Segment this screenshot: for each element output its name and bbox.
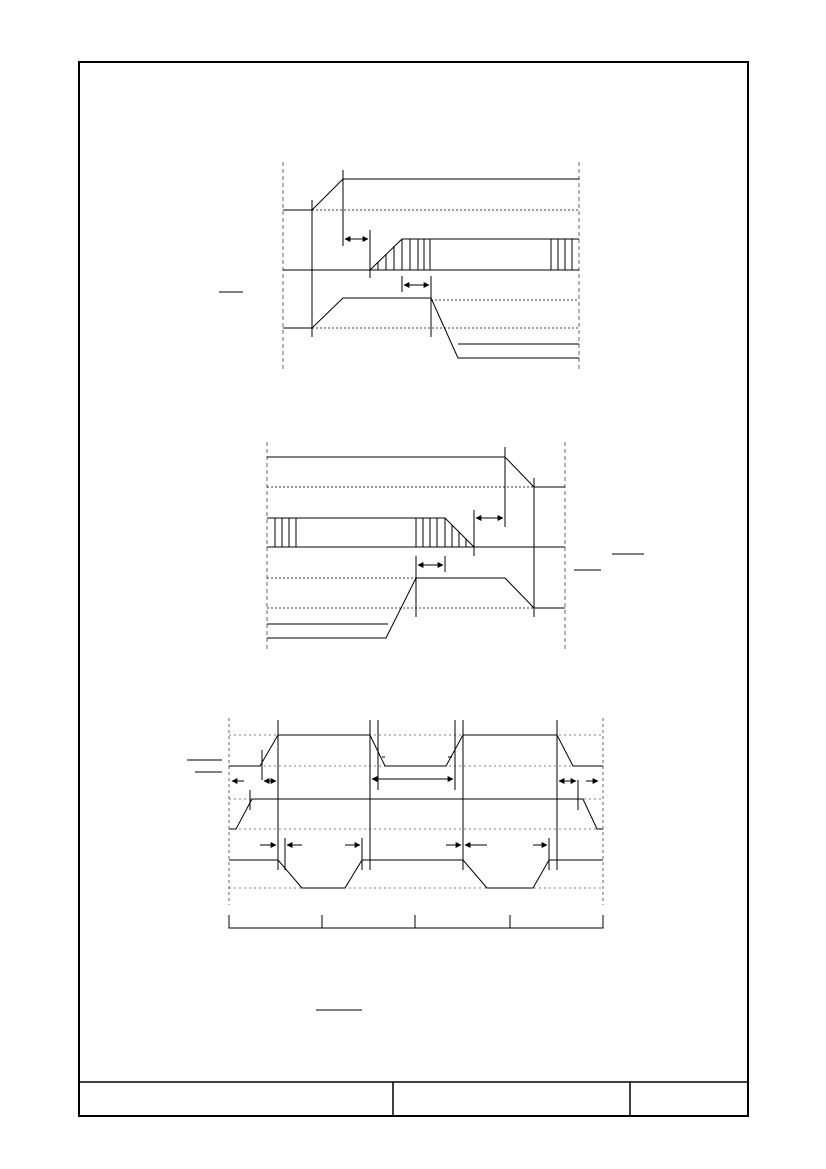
control-trace [267,577,565,639]
data-trace [369,238,579,271]
control-trace [283,297,579,359]
data-trace [267,517,475,548]
power-off-sequence-diagram [266,442,644,650]
power-on-sequence-diagram [219,162,580,370]
strobe-trace [229,734,603,767]
cycle-bracket [228,915,604,929]
supply-trace [267,456,565,488]
supply-trace [283,178,579,211]
control-trace [229,798,603,830]
title-block [79,1081,748,1116]
output-trace [229,859,603,889]
page-border [78,61,749,1117]
bus-timing-diagram [187,718,604,929]
